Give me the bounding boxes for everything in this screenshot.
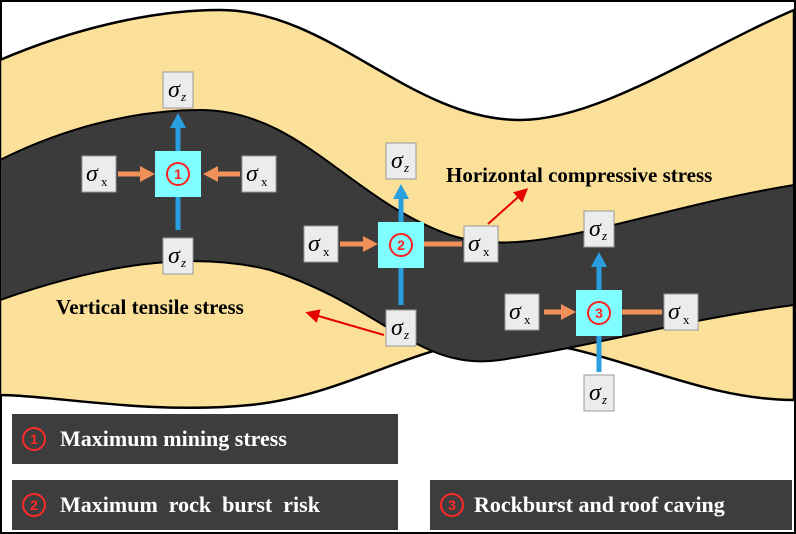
arrowhead	[140, 166, 155, 182]
element-square-1	[155, 151, 201, 197]
element-marker-3: 3	[595, 305, 603, 321]
sigma-symbol: σ	[668, 299, 681, 325]
element-marker-ring-1	[166, 162, 190, 186]
sigma-symbol: σ	[391, 148, 404, 174]
sigma-symbol: σ	[391, 315, 404, 341]
legend-item-2: 2 Maximum rock burst risk	[12, 480, 398, 530]
sigma-symbol: σ	[589, 216, 602, 242]
sigma-x-label-box	[303, 225, 339, 263]
arrowhead	[170, 113, 186, 128]
z-subscript: z	[180, 255, 186, 270]
annotation-vertical: Vertical tensile stress	[56, 295, 385, 336]
arrowhead	[203, 166, 218, 182]
legend-text-2: Maximum rock burst risk	[60, 492, 320, 517]
legend-marker-2: 2	[22, 493, 46, 517]
stress-element-1: 1 σ z σ z σ x σ x	[81, 71, 277, 275]
legend-marker-1: 1	[22, 427, 46, 451]
legend-item-3: 3 Rockburst and roof caving	[430, 480, 792, 530]
sigma-x-label-box	[241, 155, 277, 193]
annotation-arrow	[305, 309, 385, 336]
annotation-arrow	[487, 188, 529, 225]
sigma-symbol: σ	[468, 231, 481, 257]
sigma-z-label-box	[583, 374, 615, 412]
sigma-z-label-box	[162, 71, 194, 109]
x-subscript: x	[483, 244, 490, 259]
x-subscript: x	[524, 312, 531, 327]
sigma-z-label-box	[162, 237, 194, 275]
annotation-vertical-text: Vertical tensile stress	[56, 295, 244, 319]
arrowhead	[561, 304, 576, 320]
element-marker-2: 2	[397, 237, 405, 253]
sigma-x-label-box	[504, 293, 540, 331]
legend-marker-3: 3	[440, 493, 464, 517]
z-subscript: z	[403, 160, 409, 175]
z-subscript: z	[601, 392, 607, 407]
sigma-z-label-box	[385, 309, 417, 347]
x-subscript: x	[323, 244, 330, 259]
element-marker-1: 1	[174, 166, 182, 182]
legend-text-3: Rockburst and roof caving	[474, 492, 725, 517]
sigma-symbol: σ	[86, 161, 99, 187]
sigma-z-label-box	[583, 210, 615, 248]
sigma-symbol: σ	[168, 243, 181, 269]
element-square-3	[576, 290, 622, 336]
legend-text-1: Maximum mining stress	[60, 426, 287, 451]
element-square-2	[378, 222, 424, 268]
sigma-x-label-box	[463, 225, 499, 263]
legend-item-1: 1 Maximum mining stress	[12, 414, 398, 464]
stress-element-3: 3 σ z σ z σ x σ x	[504, 210, 699, 412]
element-marker-ring-3	[587, 301, 611, 325]
stress-element-2: 2 σ z σ z σ x σ x	[303, 142, 499, 347]
z-subscript: z	[403, 327, 409, 342]
sigma-z-label-box	[385, 142, 417, 180]
arrowhead	[363, 236, 378, 252]
sigma-symbol: σ	[168, 77, 181, 103]
arrowhead	[591, 252, 607, 267]
annotation-horizontal-text: Horizontal compressive stress	[446, 163, 712, 187]
z-subscript: z	[180, 89, 186, 104]
arrowhead	[393, 184, 409, 199]
sigma-symbol: σ	[509, 299, 522, 325]
z-subscript: z	[601, 228, 607, 243]
sigma-symbol: σ	[308, 231, 321, 257]
x-subscript: x	[261, 174, 268, 189]
x-subscript: x	[683, 312, 690, 327]
sigma-symbol: σ	[589, 380, 602, 406]
sigma-x-label-box	[81, 155, 117, 193]
sigma-x-label-box	[663, 293, 699, 331]
x-subscript: x	[101, 174, 108, 189]
annotation-horizontal: Horizontal compressive stress	[446, 163, 712, 225]
element-marker-ring-2	[389, 233, 413, 257]
sigma-symbol: σ	[246, 161, 259, 187]
